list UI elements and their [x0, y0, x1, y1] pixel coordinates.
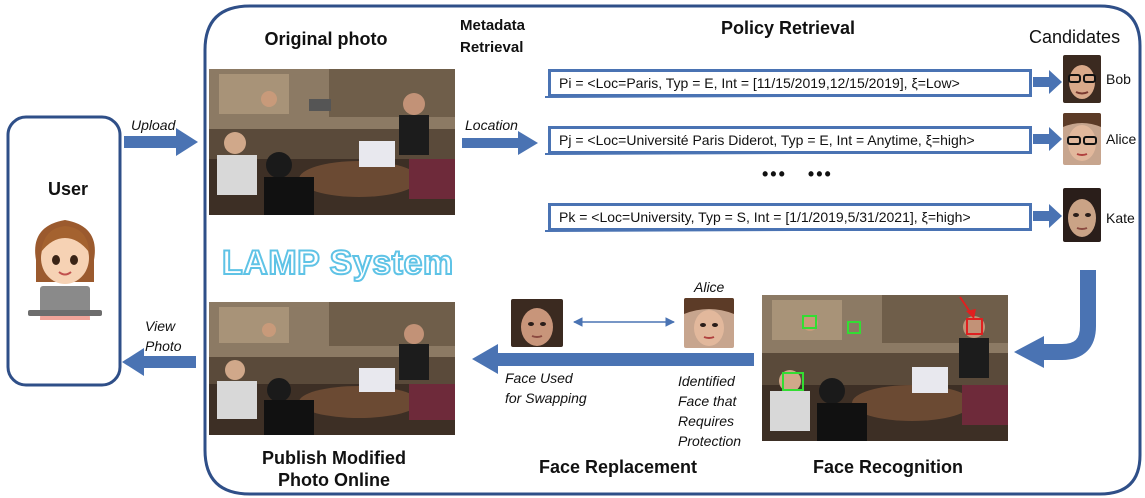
original-photo-title: Original photo	[264, 29, 388, 49]
user-avatar-icon	[28, 220, 102, 320]
replacement-arrow	[472, 344, 754, 374]
candidate-arrow-1	[1033, 70, 1062, 94]
policy-text-2: Pj = <Loc=Université Paris Diderot, Typ …	[559, 132, 975, 148]
publish-line-1: Publish Modified	[262, 448, 406, 468]
metadata-retrieval-title: Metadata Retrieval	[460, 15, 525, 59]
detection-box-1	[802, 315, 817, 329]
published-photo	[209, 302, 455, 435]
metadata-line-1: Metadata	[460, 17, 526, 34]
recognition-photo	[762, 295, 1008, 441]
policy-box-3: Pk = <Loc=University, Typ = S, Int = [1/…	[548, 203, 1032, 231]
user-label: User	[47, 179, 89, 199]
policy-text-1: Pi = <Loc=Paris, Typ = E, Int = [11/15/2…	[559, 75, 960, 91]
face-used-line-1: Face Used	[505, 370, 573, 386]
curved-arrow	[1044, 270, 1096, 360]
policy-retrieval-title: Policy Retrieval	[720, 18, 856, 38]
upload-label: Upload	[131, 117, 176, 133]
view-photo-line-2: Photo	[145, 338, 182, 354]
detection-box-3	[782, 372, 804, 391]
target-face-box	[966, 318, 983, 335]
lamp-system-title: LAMP System	[221, 243, 454, 283]
swap-face	[511, 299, 563, 347]
identified-face	[684, 298, 734, 348]
policy-box-2: Pj = <Loc=Université Paris Diderot, Typ …	[548, 126, 1032, 154]
publish-line-2: Photo Online	[278, 470, 390, 490]
view-photo-label: View Photo	[145, 316, 182, 356]
face-recognition-title: Face Recognition	[812, 457, 964, 477]
location-arrow	[462, 131, 538, 155]
identified-line-2: Face that	[678, 393, 737, 409]
policy-text-3: Pk = <Loc=University, Typ = S, Int = [1/…	[559, 209, 971, 225]
candidate-face-bob	[1063, 55, 1101, 103]
face-used-label: Face Used for Swapping	[505, 368, 587, 408]
detection-box-2	[847, 321, 861, 334]
curved-arrow-head	[1014, 336, 1044, 368]
system-frame	[203, 4, 1142, 496]
alice-label: Alice	[694, 279, 725, 295]
candidate-name-alice: Alice	[1106, 131, 1137, 147]
identified-face-label: Identified Face that Requires Protection	[678, 371, 741, 451]
publish-title: Publish Modified Photo Online	[226, 447, 442, 491]
location-label: Location	[465, 117, 518, 133]
view-photo-arrow	[122, 348, 196, 376]
candidate-name-kate: Kate	[1106, 210, 1135, 226]
identified-line-4: Protection	[678, 433, 742, 449]
view-photo-line-1: View	[145, 318, 176, 334]
candidate-name-bob: Bob	[1106, 71, 1131, 87]
identified-line-1: Identified	[678, 373, 735, 389]
policy-box-1: Pi = <Loc=Paris, Typ = E, Int = [11/15/2…	[548, 69, 1032, 97]
policy-ellipsis: ••• •••	[762, 164, 833, 184]
face-replacement-title: Face Replacement	[538, 457, 698, 477]
metadata-line-2: Retrieval	[460, 39, 524, 56]
upload-arrow	[124, 128, 198, 156]
candidate-arrow-2	[1033, 127, 1062, 151]
identified-line-3: Requires	[678, 413, 735, 429]
original-photo	[209, 69, 455, 215]
candidate-face-alice	[1063, 113, 1101, 165]
face-used-line-2: for Swapping	[505, 390, 587, 406]
candidates-title: Candidates	[1029, 27, 1121, 47]
candidate-face-kate	[1063, 188, 1101, 242]
candidate-arrow-3	[1033, 204, 1062, 228]
